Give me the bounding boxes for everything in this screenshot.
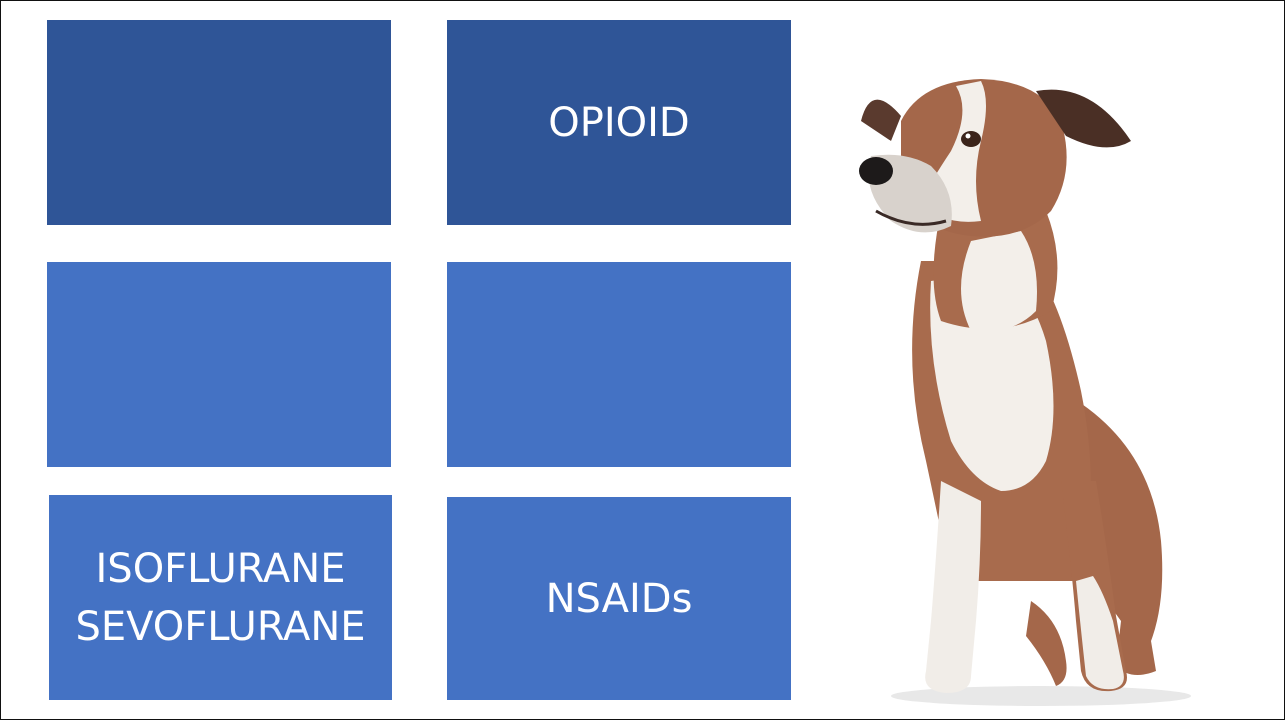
tile-opioid-label: OPIOID — [548, 94, 689, 152]
tile-isoflurane-label: ISOFLURANE — [96, 540, 346, 598]
tile-top-left — [47, 20, 391, 225]
dog-photo — [831, 61, 1201, 711]
tile-nsaids: NSAIDs — [447, 497, 791, 700]
tile-middle-right — [447, 262, 791, 467]
tile-middle-left — [47, 262, 391, 467]
tile-opioid: OPIOID — [447, 20, 791, 225]
tile-sevoflurane-label: SEVOFLURANE — [75, 598, 365, 656]
tile-nsaids-label: NSAIDs — [546, 570, 693, 628]
tile-anesthetic-gases: ISOFLURANE SEVOFLURANE — [49, 495, 392, 700]
